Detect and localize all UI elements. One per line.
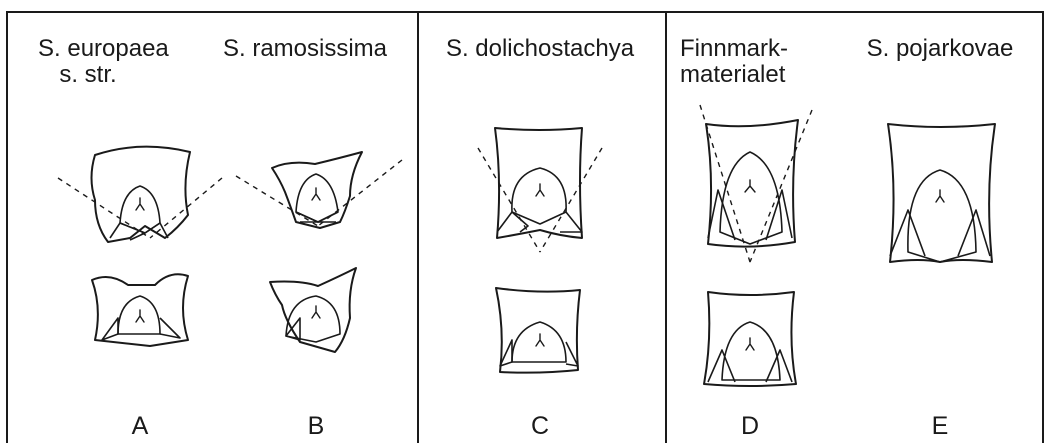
letter-a: A [120, 413, 160, 439]
letter-e: E [920, 413, 960, 439]
species-label-ramosissima: S. ramosissima [210, 36, 400, 62]
segment-b-lower [270, 268, 356, 352]
species-name: S. dolichostachya [430, 36, 650, 62]
species-label-europaea: S. europaea s. str. [38, 36, 138, 88]
species-name-continued: materialet [680, 62, 810, 88]
species-label-dolichostachya: S. dolichostachya [430, 36, 650, 62]
species-label-finnmark: Finnmark- materialet [680, 36, 810, 88]
segment-c-lower [496, 288, 580, 373]
segment-b-upper [236, 152, 402, 228]
species-qualifier: s. str. [38, 62, 138, 88]
letter-b: B [296, 413, 336, 439]
species-name: S. ramosissima [210, 36, 400, 62]
segment-c-upper [478, 128, 602, 252]
letter-c: C [520, 413, 560, 439]
segment-a-lower [92, 274, 188, 346]
species-label-pojarkovae: S. pojarkovae [850, 36, 1030, 62]
segment-e [888, 124, 995, 262]
species-name: S. europaea [38, 36, 138, 62]
letter-d: D [730, 413, 770, 439]
segment-d-upper [700, 105, 812, 262]
segment-a-upper [58, 147, 222, 242]
segment-d-lower [704, 292, 796, 386]
species-name: Finnmark- [680, 36, 810, 62]
species-name: S. pojarkovae [850, 36, 1030, 62]
